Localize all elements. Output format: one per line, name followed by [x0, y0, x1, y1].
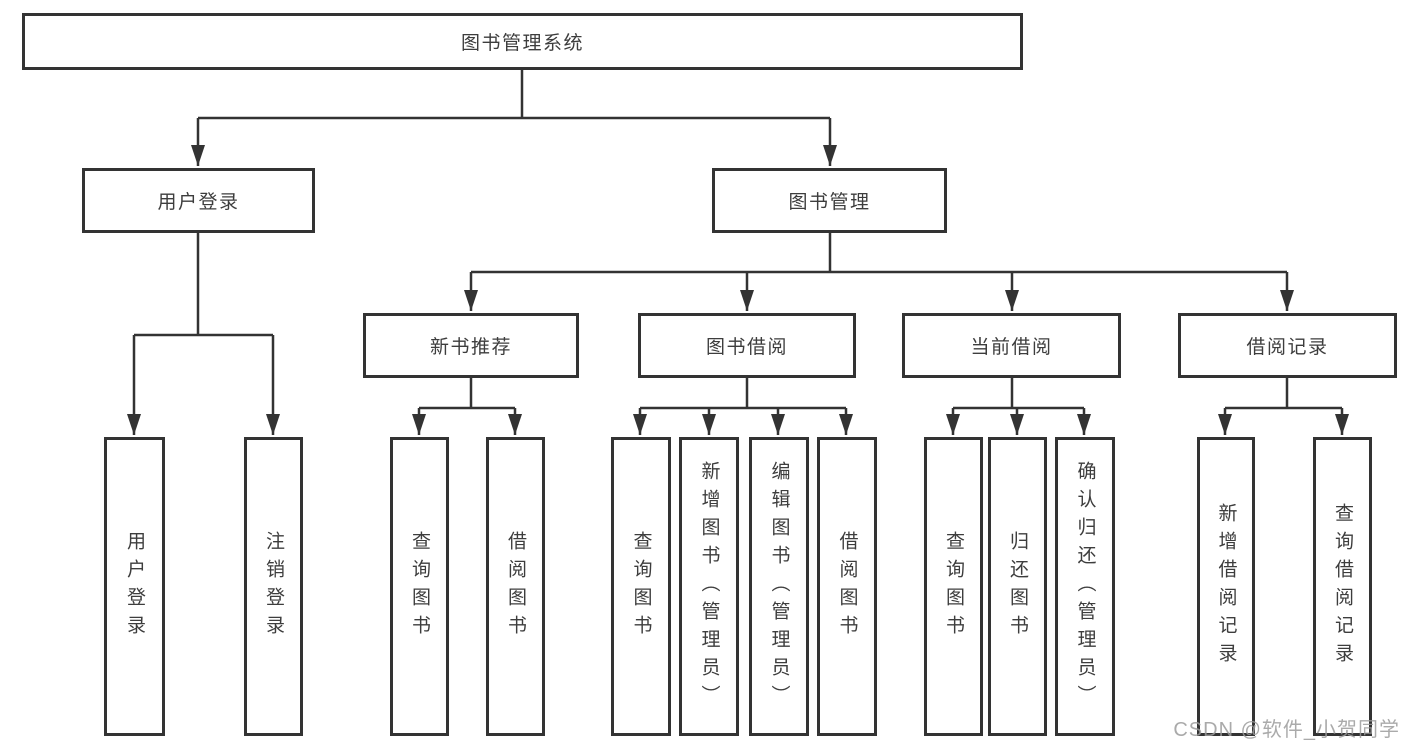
leaf-edit-books-admin: 编辑图书（管理员）	[749, 437, 809, 736]
node-label: 新书推荐	[429, 337, 512, 358]
leaf-label: 借阅图书	[836, 530, 858, 643]
leaf-add-books-admin: 新增图书（管理员）	[679, 437, 739, 736]
leaf-label: 查询图书	[409, 530, 430, 643]
node-current-borrowing: 当前借阅	[902, 313, 1121, 378]
leaf-query-books-recommend: 查询图书	[390, 437, 449, 736]
node-label: 当前借阅	[970, 337, 1053, 358]
node-label: 用户登录	[157, 192, 240, 213]
node-new-book-recommendation: 新书推荐	[363, 313, 579, 378]
leaf-label: 编辑图书（管理员）	[768, 460, 790, 713]
node-label: 图书管理系统	[460, 33, 584, 54]
leaf-label: 确认归还（管理员）	[1074, 460, 1096, 713]
leaf-label: 查询图书	[943, 530, 964, 643]
connector-skeleton	[134, 67, 1342, 410]
leaf-label: 用户登录	[124, 530, 145, 643]
leaf-label: 查询图书	[630, 530, 652, 643]
leaf-borrow-books-recommend: 借阅图书	[486, 437, 545, 736]
leaf-add-borrow-record: 新增借阅记录	[1197, 437, 1255, 736]
leaf-return-books: 归还图书	[988, 437, 1047, 736]
node-label: 借阅记录	[1246, 337, 1329, 358]
leaf-query-books-current: 查询图书	[924, 437, 983, 736]
node-label: 图书管理	[788, 192, 871, 213]
node-book-borrowing: 图书借阅	[638, 313, 856, 378]
node-user-login: 用户登录	[82, 168, 315, 233]
node-root-library-system: 图书管理系统	[22, 13, 1023, 70]
leaf-logout: 注销登录	[244, 437, 303, 736]
leaf-label: 借阅图书	[505, 530, 526, 643]
leaf-query-books-borrowing: 查询图书	[611, 437, 671, 736]
leaf-user-login: 用户登录	[104, 437, 165, 736]
leaf-borrow-books: 借阅图书	[817, 437, 877, 736]
node-borrowing-records: 借阅记录	[1178, 313, 1397, 378]
leaf-label: 新增图书（管理员）	[698, 460, 720, 713]
leaf-label: 查询借阅记录	[1332, 502, 1353, 671]
leaf-label: 归还图书	[1007, 530, 1028, 643]
leaf-confirm-return-admin: 确认归还（管理员）	[1055, 437, 1115, 736]
leaf-label: 注销登录	[263, 530, 284, 643]
csdn-watermark: CSDN @软件_小贺同学	[1173, 719, 1400, 741]
leaf-label: 新增借阅记录	[1215, 502, 1237, 671]
node-book-management: 图书管理	[712, 168, 947, 233]
node-label: 图书借阅	[705, 337, 788, 358]
leaf-query-borrow-record: 查询借阅记录	[1313, 437, 1372, 736]
